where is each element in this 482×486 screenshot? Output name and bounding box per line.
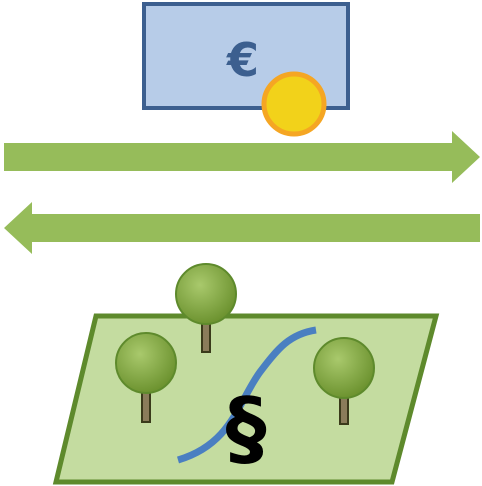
tree-top-icon — [175, 263, 237, 353]
banknote: € — [142, 2, 350, 110]
tree-right-icon — [313, 337, 375, 425]
coin-icon — [261, 71, 327, 137]
land-parcel: § — [52, 263, 440, 485]
arrow-right — [4, 131, 480, 183]
arrow-left — [4, 202, 480, 254]
euro-symbol: € — [226, 33, 259, 87]
tree-left-icon — [115, 332, 177, 423]
paragraph-symbol: § — [226, 381, 267, 476]
banknote-body — [142, 2, 350, 110]
land-boundary-line — [176, 326, 317, 464]
